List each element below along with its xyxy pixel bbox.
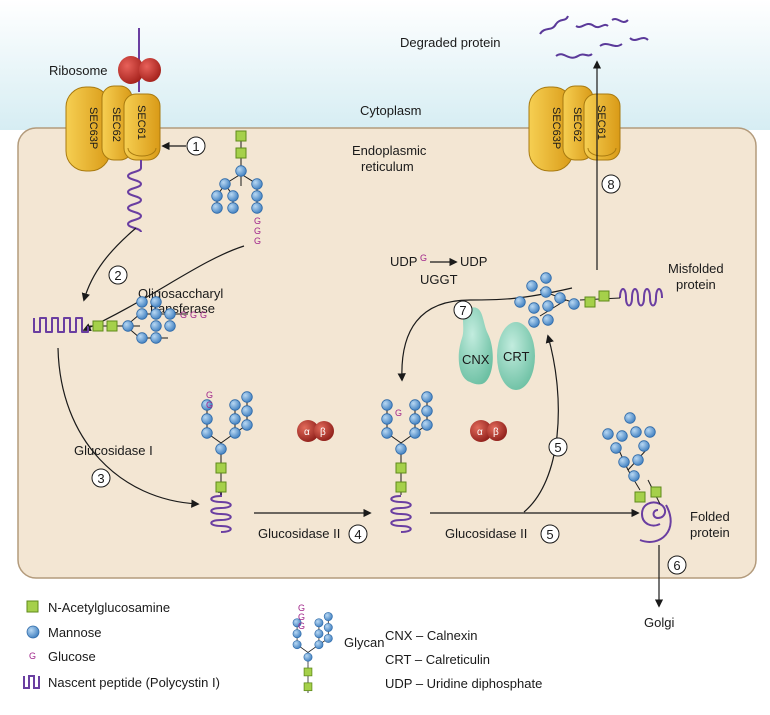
translocon-right: SEC63P SEC62 SEC61 [528,85,621,172]
calreticulin-icon: CRT [497,322,535,390]
svg-text:CRT: CRT [503,349,530,364]
step-6-marker: 6 [667,555,687,575]
sec61-label-left: SEC61 [135,105,147,140]
glycoprotein-2-glucose: G G [202,390,253,533]
svg-text:G: G [200,310,207,320]
svg-text:G: G [420,253,427,263]
degraded-protein-label: Degraded protein [400,35,500,50]
svg-text:G: G [206,400,213,410]
svg-text:G: G [254,226,261,236]
glucose-g-icon: G [29,651,36,661]
legend: N-Acetylglucosamine Mannose G Glucose Na… [23,600,542,693]
svg-text:G: G [206,390,213,400]
svg-text:G: G [254,236,261,246]
svg-text:G: G [395,408,402,418]
glucosidase-ii-enzyme-2: α β [470,420,507,442]
svg-text:α: α [477,427,483,438]
oligosaccharyl-transferase-line1: Oligosaccharyl [138,286,223,301]
step-3-marker: 3 [91,468,111,488]
er-label-line2: reticulum [361,159,414,174]
svg-text:6: 6 [673,558,680,573]
folded-glycoprotein [602,412,672,543]
step-4-marker: 4 [348,524,368,544]
legend-abbr-cnx: CNX – Calnexin [385,628,478,643]
svg-text:G: G [29,651,36,661]
svg-text:G: G [180,310,187,320]
mannose-circle-icon [26,625,40,639]
glycoprotein-1-glucose: G [382,392,433,533]
svg-text:7: 7 [459,303,466,318]
svg-text:G: G [298,621,305,631]
calnexin-icon: CNX [458,307,493,385]
glucosidase-ii-label-1: Glucosidase II [258,526,340,541]
precursor-glycan: G G G [211,130,263,246]
folded-protein-line1: Folded [690,509,730,524]
glycoprotein-full: G G G [33,296,207,344]
sec63p-label-right: SEC63P [550,107,562,149]
ribosome-icon [118,28,161,92]
step-7-marker: 7 [453,300,473,320]
step-5-marker-bottom: 5 [540,524,560,544]
svg-text:4: 4 [354,527,361,542]
step-1-marker: 1 [186,136,206,156]
degraded-protein-fragments [539,15,649,59]
misfolded-protein-line1: Misfolded [668,261,724,276]
svg-text:β: β [493,427,499,438]
step-2-marker: 2 [108,265,128,285]
sec62-label-right: SEC62 [571,107,583,142]
svg-text:3: 3 [97,471,104,486]
n-acetylglucosamine-square-icon [26,600,39,613]
step-5-marker-upper: 5 [548,437,568,457]
svg-text:G: G [190,310,197,320]
sec62-label-left: SEC62 [110,107,122,142]
svg-text:8: 8 [607,177,614,192]
sec63p-label-left: SEC63P [87,107,99,149]
svg-text:2: 2 [114,268,121,283]
uggt-label: UGGT [420,272,458,287]
svg-text:G: G [298,612,305,622]
legend-label-glucose: Glucose [48,649,96,664]
legend-label-peptide: Nascent peptide (Polycystin I) [48,675,220,690]
svg-text:CNX: CNX [462,352,490,367]
cytoplasm-label: Cytoplasm [360,103,421,118]
udp-label: UDP [460,254,487,269]
nascent-peptide-left [126,160,143,233]
er-label-line1: Endoplasmic [352,143,427,158]
misfolded-glycoprotein [514,272,663,328]
nascent-peptide-icon [23,675,40,689]
legend-label-glycan: Glycan [344,635,384,650]
svg-text:5: 5 [554,440,561,455]
svg-text:1: 1 [192,139,199,154]
glucosidase-ii-label-2: Glucosidase II [445,526,527,541]
udp-glucose-label: UDP [390,254,417,269]
legend-abbr-udp: UDP – Uridine diphosphate [385,676,542,691]
misfolded-protein-line2: protein [676,277,716,292]
endoplasmic-reticulum [17,127,757,579]
svg-text:α: α [304,427,310,438]
glucosidase-i-label: Glucosidase I [74,443,153,458]
translocon-left: SEC63P SEC62 SEC61 [65,85,161,172]
svg-text:G: G [298,603,305,613]
legend-label-nag: N-Acetylglucosamine [48,600,170,615]
glucosidase-ii-enzyme-1: α β [297,420,334,442]
step-8-marker: 8 [601,174,621,194]
ribosome-label: Ribosome [49,63,108,78]
legend-label-mannose: Mannose [48,625,101,640]
svg-text:β: β [320,427,326,438]
folded-protein-line2: protein [690,525,730,540]
legend-abbr-crt: CRT – Calreticulin [385,652,490,667]
svg-text:5: 5 [546,527,553,542]
svg-text:G: G [254,216,261,226]
sec61-label-right: SEC61 [595,105,607,140]
golgi-label: Golgi [644,615,674,630]
